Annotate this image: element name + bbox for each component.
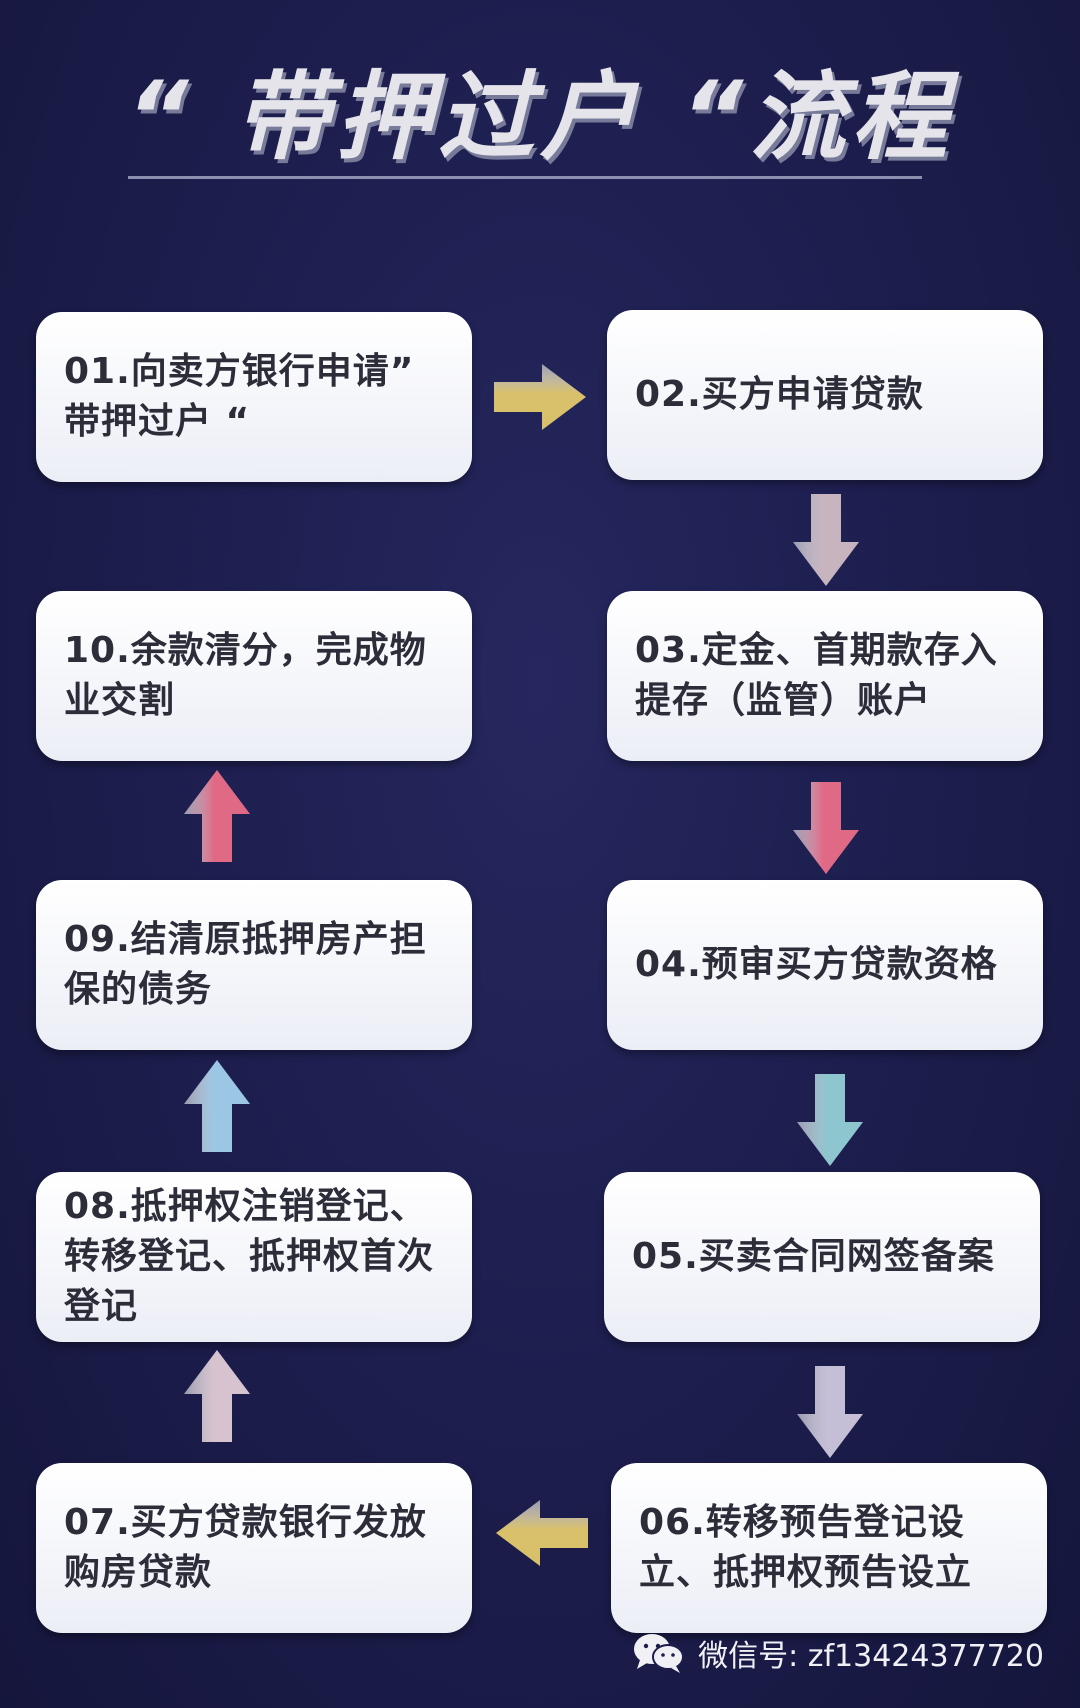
step-03-card: 03.定金、首期款存入提存（监管）账户: [607, 591, 1043, 761]
arrow-shape: [793, 782, 859, 874]
step-09-card: 09.结清原抵押房产担保的债务: [36, 880, 472, 1050]
watermark-text: 微信号: zf13424377720: [698, 1639, 1044, 1674]
step-02-text: 02.买方申请贷款: [635, 374, 924, 415]
step-06-card: 06.转移预告登记设立、抵押权预告设立: [611, 1463, 1047, 1633]
arrow-shape: [494, 364, 586, 430]
step-08-card: 08.抵押权注销登记、转移登记、抵押权首次登记: [36, 1172, 472, 1342]
arrow-05-to-06: [797, 1366, 863, 1458]
step-08-text: 08.抵押权注销登记、转移登记、抵押权首次登记: [64, 1186, 435, 1327]
step-01-card: 01.向卖方银行申请” 带押过户 “: [36, 312, 472, 482]
step-02-card: 02.买方申请贷款: [607, 310, 1043, 480]
step-06-text: 06.转移预告登记设立、抵押权预告设立: [639, 1502, 973, 1593]
step-03-text: 03.定金、首期款存入提存（监管）账户: [635, 630, 998, 721]
title-divider: [128, 176, 922, 179]
arrow-06-to-07: [496, 1500, 588, 1566]
step-01-text: 01.向卖方银行申请” 带押过户 “: [64, 351, 415, 442]
step-05-text: 05.买卖合同网签备案: [632, 1236, 995, 1277]
step-04-card: 04.预审买方贷款资格: [607, 880, 1043, 1050]
page-title: “ 带押过户 “流程: [126, 61, 954, 173]
arrow-09-to-10: [184, 770, 250, 862]
arrow-shape: [184, 1350, 250, 1442]
step-07-card: 07.买方贷款银行发放购房贷款: [36, 1463, 472, 1633]
arrow-shape: [184, 1060, 250, 1152]
step-05-card: 05.买卖合同网签备案: [604, 1172, 1040, 1342]
arrow-shape: [184, 770, 250, 862]
arrow-07-to-08: [184, 1350, 250, 1442]
wechat-watermark: 微信号: zf13424377720: [632, 1628, 1044, 1678]
arrow-shape: [496, 1500, 588, 1566]
step-07-text: 07.买方贷款银行发放购房贷款: [64, 1502, 427, 1593]
step-10-card: 10.余款清分，完成物业交割: [36, 591, 472, 761]
arrow-02-to-03: [793, 494, 859, 586]
arrow-04-to-05: [797, 1074, 863, 1166]
arrow-03-to-04: [793, 782, 859, 874]
step-09-text: 09.结清原抵押房产担保的债务: [64, 919, 427, 1010]
arrow-shape: [797, 1366, 863, 1458]
arrow-01-to-02: [494, 364, 586, 430]
arrow-08-to-09: [184, 1060, 250, 1152]
arrow-shape: [797, 1074, 863, 1166]
wechat-icon: [634, 1634, 685, 1673]
arrow-shape: [793, 494, 859, 586]
step-10-text: 10.余款清分，完成物业交割: [64, 630, 427, 721]
step-04-text: 04.预审买方贷款资格: [635, 944, 998, 985]
